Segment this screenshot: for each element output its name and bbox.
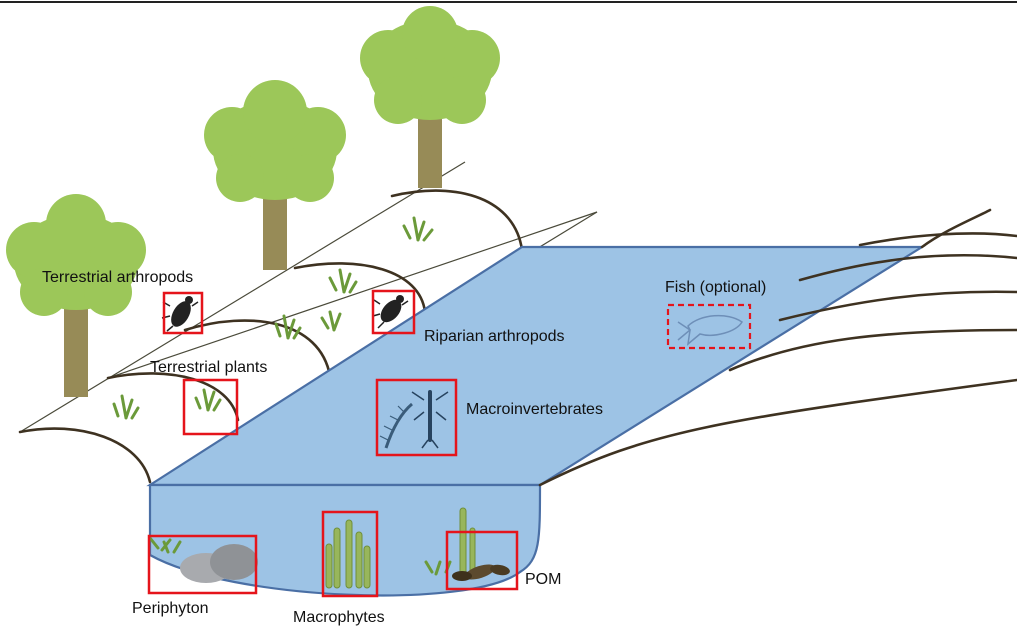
macroinvertebrates-label: Macroinvertebrates — [466, 401, 603, 418]
periphyton-label: Periphyton — [132, 600, 209, 617]
riparian-arthropods-label: Riparian arthropods — [424, 328, 565, 345]
terrestrial-plants-label: Terrestrial plants — [150, 359, 267, 376]
tree-icon — [360, 6, 500, 188]
beetle-icon — [162, 296, 198, 331]
fish-label: Fish (optional) — [665, 279, 766, 296]
tree-icon — [6, 194, 146, 397]
macrophytes-label: Macrophytes — [293, 609, 385, 626]
terrestrial-arthropods-label: Terrestrial arthropods — [42, 269, 193, 286]
pom-label: POM — [525, 571, 561, 588]
tree-icon — [204, 80, 346, 270]
